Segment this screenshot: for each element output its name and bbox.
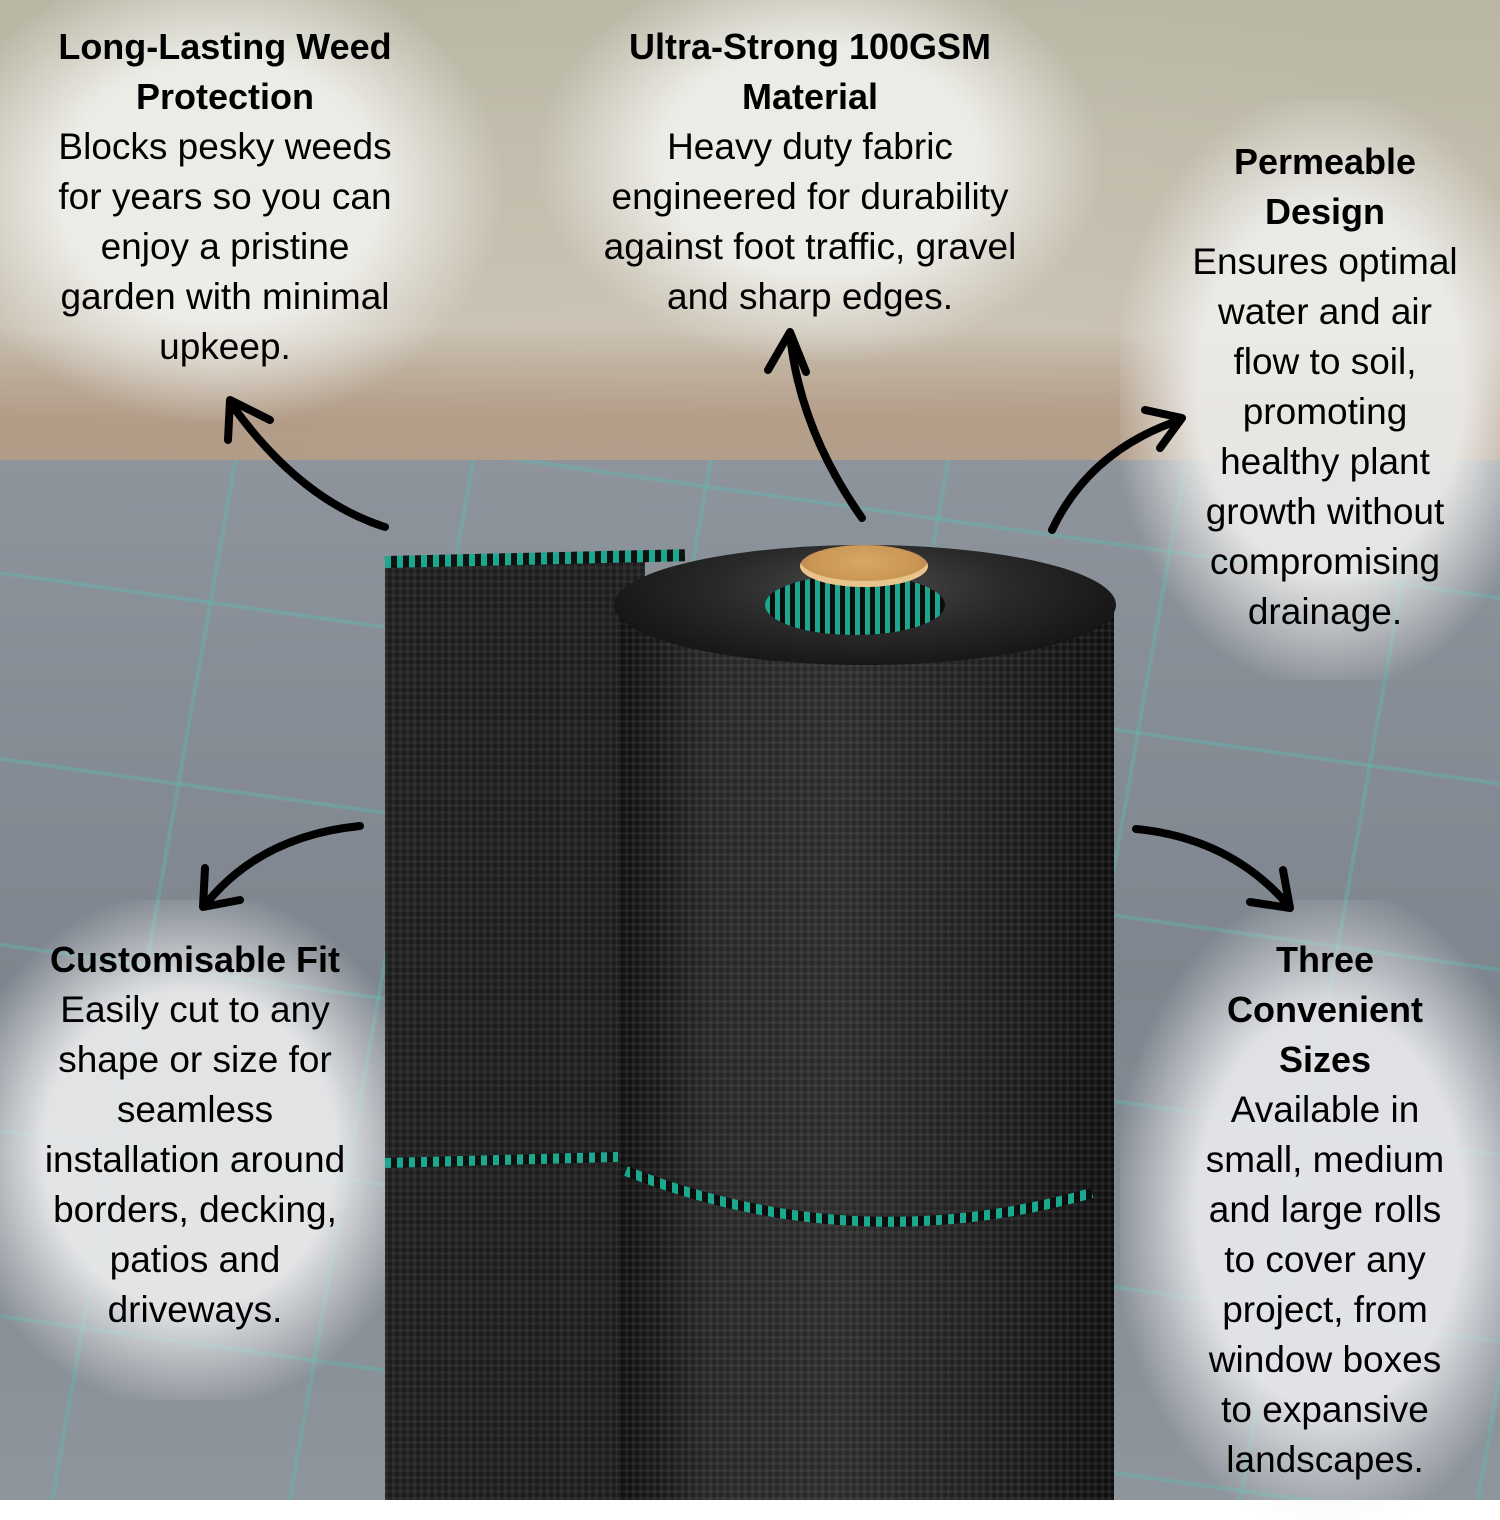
body-line: engineered for durability bbox=[611, 176, 1009, 217]
body-line: enjoy a pristine bbox=[100, 226, 350, 267]
arrow-icon-top-left bbox=[224, 396, 389, 531]
body-line: seamless bbox=[116, 1089, 274, 1130]
body-line: landscapes. bbox=[1226, 1439, 1424, 1480]
body-line: and sharp edges. bbox=[667, 276, 953, 317]
arrow-icon-top-center bbox=[764, 328, 866, 522]
body-line: upkeep. bbox=[159, 326, 291, 367]
title-line: Long-Lasting Weed bbox=[58, 26, 392, 67]
body-line: project, from bbox=[1222, 1289, 1428, 1330]
title-line: Design bbox=[1264, 191, 1386, 232]
body-line: Ensures optimal bbox=[1192, 241, 1458, 282]
title-line: Material bbox=[741, 76, 879, 117]
body-line: small, medium bbox=[1205, 1139, 1445, 1180]
body-line: driveways. bbox=[107, 1289, 283, 1330]
body-line: drainage. bbox=[1247, 591, 1403, 632]
cardboard-core bbox=[800, 545, 928, 587]
title-line: Ultra-Strong 100GSM bbox=[628, 26, 992, 67]
title-line: Protection bbox=[135, 76, 314, 117]
body-line: for years so you can bbox=[58, 176, 392, 217]
body-line: Available in bbox=[1230, 1089, 1420, 1130]
title-line: Convenient bbox=[1226, 989, 1423, 1030]
title-line: Three bbox=[1275, 939, 1375, 980]
arrow-icon-bottom-left bbox=[199, 822, 364, 911]
feature-ultra-strong-material: Ultra-Strong 100GSM Material Heavy duty … bbox=[565, 22, 1055, 322]
feature-permeable-design: Permeable Design Ensures optimal water a… bbox=[1160, 137, 1490, 637]
body-line: promoting bbox=[1242, 391, 1408, 432]
feature-title: Customisable Fit bbox=[10, 935, 380, 985]
body-line: window boxes bbox=[1208, 1339, 1442, 1380]
body-line: borders, decking, bbox=[53, 1189, 337, 1230]
title-line: Sizes bbox=[1278, 1039, 1372, 1080]
body-line: compromising bbox=[1209, 541, 1441, 582]
title-line: Customisable Fit bbox=[49, 939, 341, 980]
body-line: installation around bbox=[44, 1139, 346, 1180]
feature-title: Long-Lasting Weed Protection bbox=[20, 22, 430, 122]
body-line: patios and bbox=[109, 1239, 281, 1280]
body-line: flow to soil, bbox=[1233, 341, 1417, 382]
body-line: garden with minimal bbox=[60, 276, 390, 317]
body-line: against foot traffic, gravel bbox=[603, 226, 1017, 267]
body-line: healthy plant bbox=[1220, 441, 1430, 482]
feature-three-sizes: Three Convenient Sizes Available in smal… bbox=[1170, 935, 1480, 1485]
feature-description: Available in small, medium and large rol… bbox=[1170, 1085, 1480, 1485]
arrow-icon-bottom-right bbox=[1132, 825, 1294, 912]
body-line: Blocks pesky weeds bbox=[58, 126, 392, 167]
feature-title: Three Convenient Sizes bbox=[1170, 935, 1480, 1085]
unrolled-fabric-sheet bbox=[385, 560, 645, 1500]
feature-weed-protection: Long-Lasting Weed Protection Blocks pesk… bbox=[20, 22, 430, 372]
body-line: growth without bbox=[1205, 491, 1445, 532]
body-line: water and air bbox=[1218, 291, 1432, 332]
body-line: and large rolls bbox=[1208, 1189, 1442, 1230]
feature-description: Blocks pesky weeds for years so you can … bbox=[20, 122, 430, 372]
body-line: Easily cut to any bbox=[60, 989, 330, 1030]
arrow-icon-top-right bbox=[1048, 406, 1186, 534]
feature-description: Heavy duty fabric engineered for durabil… bbox=[565, 122, 1055, 322]
title-line: Permeable bbox=[1233, 141, 1417, 182]
body-line: shape or size for bbox=[58, 1039, 332, 1080]
feature-customisable-fit: Customisable Fit Easily cut to any shape… bbox=[10, 935, 380, 1335]
fabric-roll-body bbox=[618, 600, 1114, 1500]
feature-title: Permeable Design bbox=[1160, 137, 1490, 237]
green-guide-stripe-roll bbox=[624, 1166, 1094, 1227]
body-line: to cover any bbox=[1224, 1239, 1426, 1280]
feature-title: Ultra-Strong 100GSM Material bbox=[565, 22, 1055, 122]
feature-description: Easily cut to any shape or size for seam… bbox=[10, 985, 380, 1335]
body-line: Heavy duty fabric bbox=[667, 126, 953, 167]
feature-description: Ensures optimal water and air flow to so… bbox=[1160, 237, 1490, 637]
body-line: to expansive bbox=[1221, 1389, 1429, 1430]
